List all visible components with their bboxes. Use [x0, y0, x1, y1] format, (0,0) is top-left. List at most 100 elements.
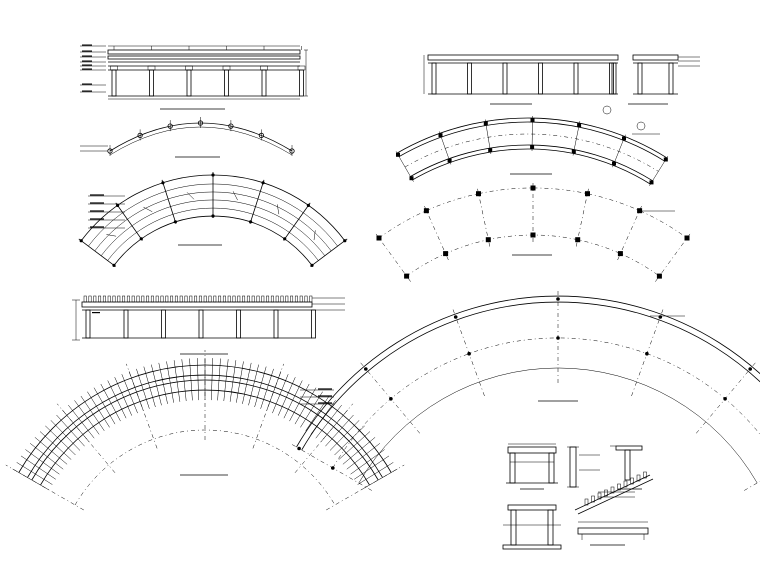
rafter	[254, 366, 267, 408]
arc-beam	[358, 367, 758, 484]
rafter	[329, 420, 360, 451]
rafter-end	[93, 295, 97, 303]
right-side-elevation	[628, 54, 700, 105]
rafter-end	[232, 295, 236, 303]
arc-beam	[74, 429, 336, 506]
radial-beam	[115, 202, 143, 241]
arc-beam	[113, 215, 313, 266]
arc-beam	[296, 295, 760, 448]
rafter	[338, 431, 371, 460]
column	[609, 62, 614, 95]
axis-bubble	[636, 121, 646, 131]
column-post	[663, 157, 668, 162]
column-post	[404, 273, 410, 279]
middle-left-elevation	[72, 295, 345, 355]
axis-line	[358, 360, 420, 434]
column-post	[617, 251, 623, 257]
column-post	[211, 173, 215, 177]
rafter-end	[198, 295, 202, 303]
annotation-text-bar	[92, 312, 100, 314]
rafter	[136, 368, 150, 409]
rafter-end	[227, 295, 231, 303]
rafter	[114, 377, 133, 416]
rafter	[300, 391, 323, 428]
rafter	[121, 374, 138, 414]
annotation-text-bar	[90, 218, 104, 220]
column-post	[438, 133, 443, 138]
column	[502, 62, 508, 95]
foundation-marker	[658, 315, 663, 319]
rafter-end	[122, 295, 126, 303]
annotation-text-bar	[82, 64, 92, 66]
rafter	[25, 449, 60, 475]
annotation-text-bar	[318, 402, 332, 404]
purlin	[597, 492, 602, 500]
rafter-end	[98, 295, 102, 303]
column-post	[443, 251, 449, 257]
rafter-end	[126, 295, 130, 303]
rafter-end	[290, 295, 294, 303]
rafter-end	[294, 295, 298, 303]
foundation-marker	[645, 351, 649, 356]
rafter-end	[112, 295, 116, 303]
column-post	[684, 235, 690, 241]
purlin	[623, 480, 628, 488]
column-post	[476, 191, 481, 197]
rafter-end	[213, 295, 217, 303]
column-post	[116, 203, 120, 207]
rafter-end	[88, 295, 92, 303]
column-post	[488, 148, 493, 153]
rafter	[151, 364, 162, 406]
rafter	[189, 358, 193, 401]
rafter	[197, 358, 199, 401]
annotation-text-bar	[82, 83, 92, 85]
axis-bubble	[602, 105, 612, 115]
column-post	[423, 208, 429, 214]
column-post	[409, 176, 414, 181]
column-post	[139, 237, 143, 241]
rafter-end	[261, 295, 265, 303]
rafter-end	[160, 295, 164, 303]
rafter-end	[251, 295, 255, 303]
purlin	[643, 471, 647, 479]
axis-line	[744, 481, 760, 491]
axis-line	[378, 187, 688, 239]
column-post	[649, 180, 654, 185]
column	[538, 62, 543, 95]
purlin	[604, 489, 608, 497]
axis-line	[294, 403, 353, 473]
purlin	[610, 486, 615, 494]
rafter	[211, 358, 213, 401]
rafter	[181, 359, 187, 402]
axis-line	[451, 306, 485, 397]
hatch-mark	[106, 234, 117, 237]
foundation-marker	[723, 397, 727, 401]
rafter-end	[141, 295, 145, 303]
column	[467, 62, 472, 95]
radial-beam	[310, 238, 348, 267]
lower-left-roof-plan	[5, 350, 405, 511]
column-post	[249, 220, 253, 224]
rafter	[20, 455, 56, 480]
column	[111, 69, 117, 97]
rafter	[87, 391, 110, 428]
axis-line	[126, 363, 158, 449]
rafter-end	[136, 295, 140, 303]
rafter-end	[242, 295, 246, 303]
column-post	[577, 123, 582, 128]
axis-line	[631, 306, 665, 397]
rafter	[242, 362, 252, 404]
axis-line	[57, 403, 116, 473]
rafter-end	[218, 295, 222, 303]
rafter-end	[107, 295, 111, 303]
rafter-end	[208, 295, 212, 303]
column-cap	[297, 65, 306, 71]
foundation-marker	[748, 367, 752, 371]
axis-line	[289, 442, 372, 491]
rafter	[236, 361, 244, 403]
annotation-text-bar	[90, 194, 104, 196]
rafter-end	[270, 295, 274, 303]
rafter-end	[275, 295, 279, 303]
rafter	[217, 358, 221, 401]
rafter-end	[299, 295, 303, 303]
